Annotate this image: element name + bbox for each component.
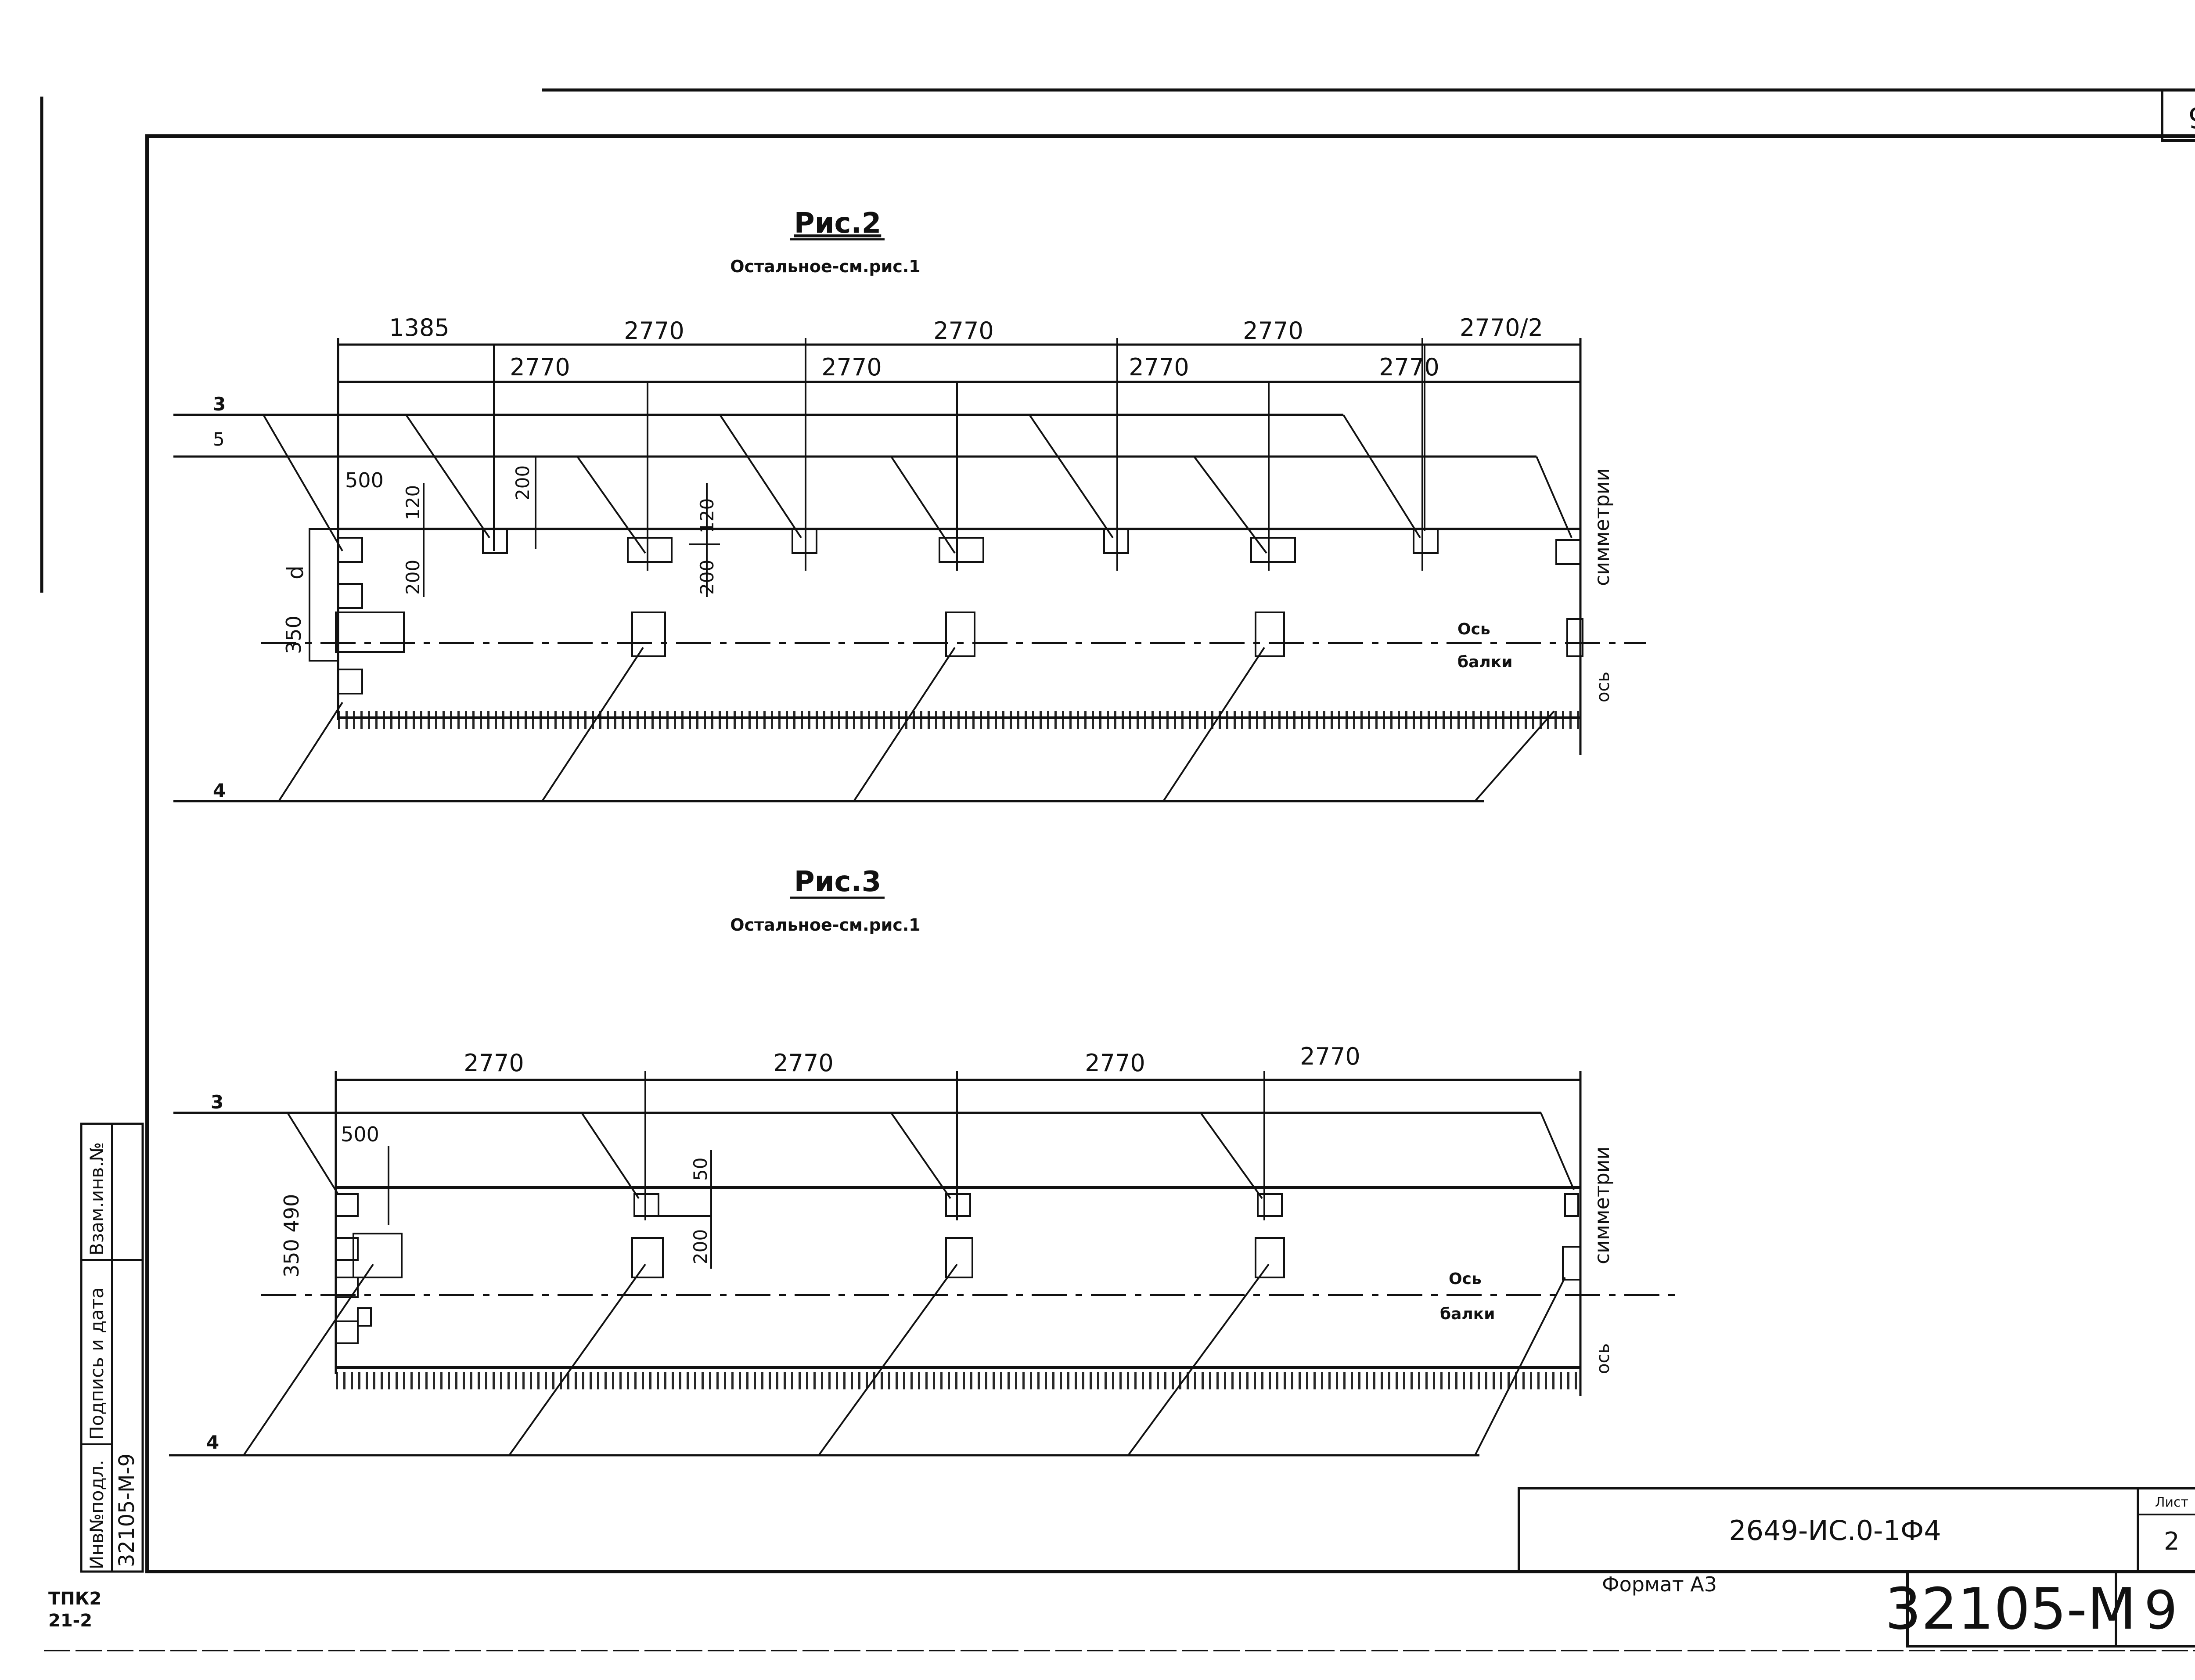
stamp-signature-label: Подпись и дата [86,1287,108,1440]
fig2-labels: 3 5 4 500 120 200 200 120 200 d 350 Ось … [213,393,1614,801]
fig2-pos-3: 3 [213,393,226,415]
fig2-title: Рис.2 [794,207,882,240]
fig3-title: Рис.3 [794,866,882,898]
fig2-axis-label-2: балки [1457,653,1512,671]
stamp-invno-label: Взам.инв.№ [86,1142,108,1256]
fig2-axis-label-1: Ось [1457,620,1490,638]
fig2-dim-200: 200 [512,465,533,500]
list-number: 2 [2164,1527,2180,1556]
fig3-dim-500: 500 [341,1122,379,1146]
fig3-dim-2770-b: 2770 [773,1049,833,1077]
format-label: Формат А3 [1602,1572,1717,1596]
archive-sheet: 9 [2144,1580,2177,1641]
fig2-dim-d: d [283,565,308,579]
fig2-dim-2770-b: 2770 [933,317,993,345]
fig2-dim-2770-a: 2770 [624,317,684,345]
fig3-pos-4: 4 [206,1432,219,1453]
figure-2: Рис.2 Остальное-см.рис.1 1385 2770 2770 … [173,207,1646,802]
corner-box: 9 [2161,89,2195,142]
fig3-dimension-chain: 2770 2770 2770 2770 [335,1043,1582,1396]
fig3-dim-2770-d: 2770 [1300,1043,1360,1070]
fig2-structure [173,414,1646,802]
fig3-pos-3: 3 [211,1091,223,1113]
fig3-dim-50: 50 [690,1158,711,1181]
fig2-dim-2770-half: 2770/2 [1460,314,1543,342]
side-stamp: Взам.инв.№ Подпись и дата Инв№подл. 3210… [80,1122,144,1573]
title-block: 2649-ИС.0-1Ф4 Лист 2 Формат А3 32105-М 9 [1518,1487,2195,1648]
fig3-dim-2770-a: 2770 [464,1049,524,1077]
fig2-dim-200b: 200 [402,560,424,595]
fig3-axis-label-2: балки [1440,1305,1495,1323]
fig2-dim-120: 120 [402,485,424,520]
tpk-line1: ТПК2 [48,1589,101,1609]
stamp-invpodl-value: 32105-М-9 [115,1453,139,1567]
fig2-dim-2770-c: 2770 [1243,317,1303,345]
archive-number: 32105-М [1885,1576,2137,1642]
fig3-sym-axis: ось [1593,1343,1613,1374]
fig2-dim-500: 500 [345,468,384,492]
fig2-dim-350: 350 [282,615,306,654]
fig2-dim2-2770-c: 2770 [1129,353,1189,381]
tpk-line2: 21-2 [48,1611,92,1631]
fig2-dim-120b: 120 [696,498,718,533]
fig2-dimension-chain-top: 1385 2770 2770 2770 2770/2 2770 2770 277… [337,314,1582,755]
fig2-dim-200c: 200 [696,560,718,595]
fig2-subtitle: Остальное-см.рис.1 [730,257,921,276]
fig3-dim-350-490: 350 490 [280,1194,303,1277]
stamp-invpodl-label: Инв№подл. [86,1460,108,1569]
fig2-dim2-2770-a: 2770 [510,353,570,381]
doc-code: 2649-ИС.0-1Ф4 [1729,1515,1941,1547]
fig2-pos-5: 5 [213,428,225,450]
fig2-dim2-2770-b: 2770 [821,353,882,381]
fig3-dim-200: 200 [690,1229,711,1264]
fig2-pos-4: 4 [213,780,226,801]
corner-number: 9 [2188,103,2195,135]
list-label: Лист [2155,1495,2188,1510]
fig2-dim-1385: 1385 [389,314,449,342]
fig3-labels: 3 4 500 50 200 350 490 Ось балки симметр… [206,1091,1614,1453]
fig2-sym-label: симметрии [1590,468,1614,586]
fig2-dim2-2770-d: 2770 [1379,353,1439,381]
sheet-frame [40,88,2195,1651]
fig3-dim-2770-c: 2770 [1085,1049,1145,1077]
fig2-sym-axis: ось [1593,672,1613,702]
fig3-axis-label-1: Ось [1449,1270,1482,1288]
fig3-subtitle: Остальное-см.рис.1 [730,915,921,935]
figure-3: Рис.3 Остальное-см.рис.1 2770 2770 2770 … [169,866,1677,1457]
fig3-sym-label: симметрии [1590,1146,1614,1264]
fig3-structure [169,1112,1677,1457]
